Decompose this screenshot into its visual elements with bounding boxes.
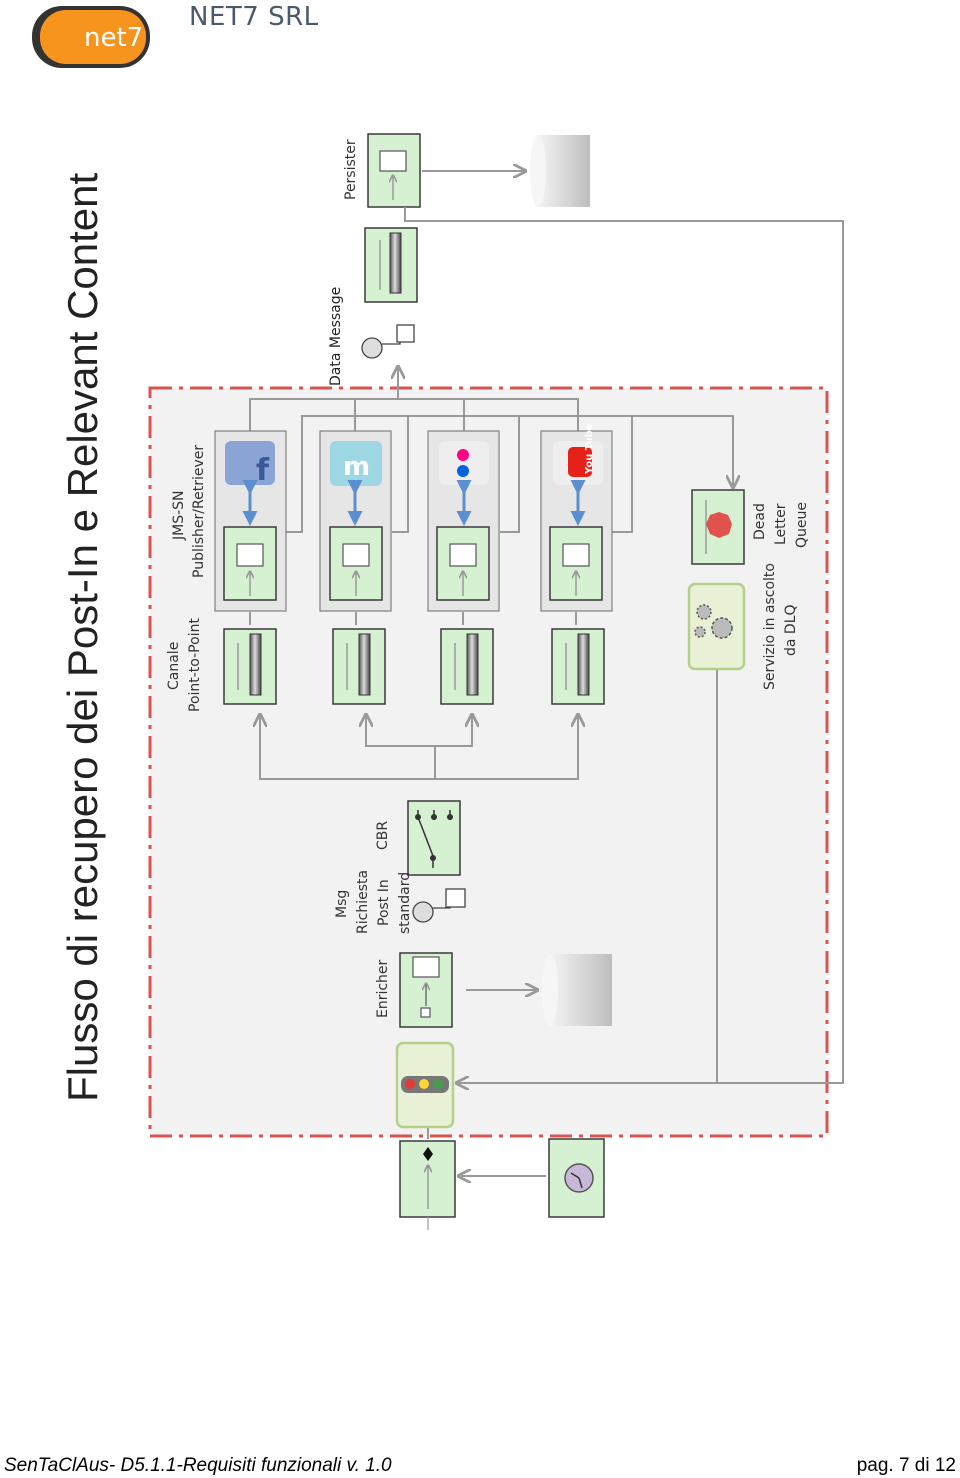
service-label-1: Servizio in ascolto [762, 563, 778, 690]
timer-trigger [548, 1138, 605, 1218]
flickr-icon [457, 449, 469, 461]
msg-label-1: Msg [334, 890, 350, 918]
msg-label-2: Richiesta [355, 870, 371, 934]
cbr-label: CBR [375, 821, 391, 850]
channel-3 [440, 628, 494, 705]
jms-sn-label: JMS-SN [171, 490, 187, 541]
traffic-light-icon [395, 1041, 455, 1129]
enricher-box [399, 952, 453, 1028]
diagram-title: Flusso di recupero dei Post-In e Relevan… [59, 173, 106, 1102]
youtube-icon: You Tube [584, 423, 595, 475]
persister-box [367, 133, 421, 208]
data-message-channel [364, 227, 418, 303]
inbound-endpoint [399, 1140, 456, 1230]
persister-feedback-line [404, 207, 844, 1083]
canale-label: Canale [166, 642, 182, 690]
facebook-icon: f [256, 453, 270, 488]
jms-group-facebook: f [214, 430, 287, 612]
logo-text: net7 [84, 23, 143, 53]
company-name: NET7 SRL [189, 2, 319, 32]
myspace-icon: m [343, 452, 370, 482]
enricher-database [542, 954, 612, 1026]
persister-label: Persister [343, 139, 359, 200]
message-icon [361, 324, 415, 359]
dlq-label-1: Dead [752, 503, 768, 540]
net7-logo: net7 [32, 6, 150, 68]
page-number: pag. 7 di 12 [856, 1455, 956, 1476]
channel-1 [223, 628, 277, 705]
point-to-point-label: Point-to-Point [187, 618, 203, 712]
document-reference: SenTaClAus- D5.1.1-Requisiti funzionali … [4, 1455, 392, 1476]
jms-group-flickr [427, 430, 500, 612]
cbr-router [407, 800, 461, 876]
dead-letter-queue [691, 489, 745, 565]
persister-database [530, 135, 590, 207]
dlq-service-gears-icon [687, 582, 746, 671]
service-label-2: da DLQ [783, 604, 799, 656]
data-message-label: Data Message [328, 287, 344, 386]
dlq-label-2: Letter [773, 503, 789, 545]
channel-4 [551, 628, 605, 705]
jms-group-youtube: You Tube [540, 423, 613, 612]
msg-label-4: standard [397, 872, 413, 934]
enricher-label: Enricher [375, 959, 391, 1018]
msg-label-3: Post In [376, 879, 392, 926]
dlq-label-3: Queue [794, 502, 810, 548]
request-message-icon [412, 888, 466, 923]
jms-group-myspace: m [319, 430, 392, 612]
channel-2 [332, 628, 386, 705]
publisher-retriever-label: Publisher/Retriever [191, 445, 207, 578]
